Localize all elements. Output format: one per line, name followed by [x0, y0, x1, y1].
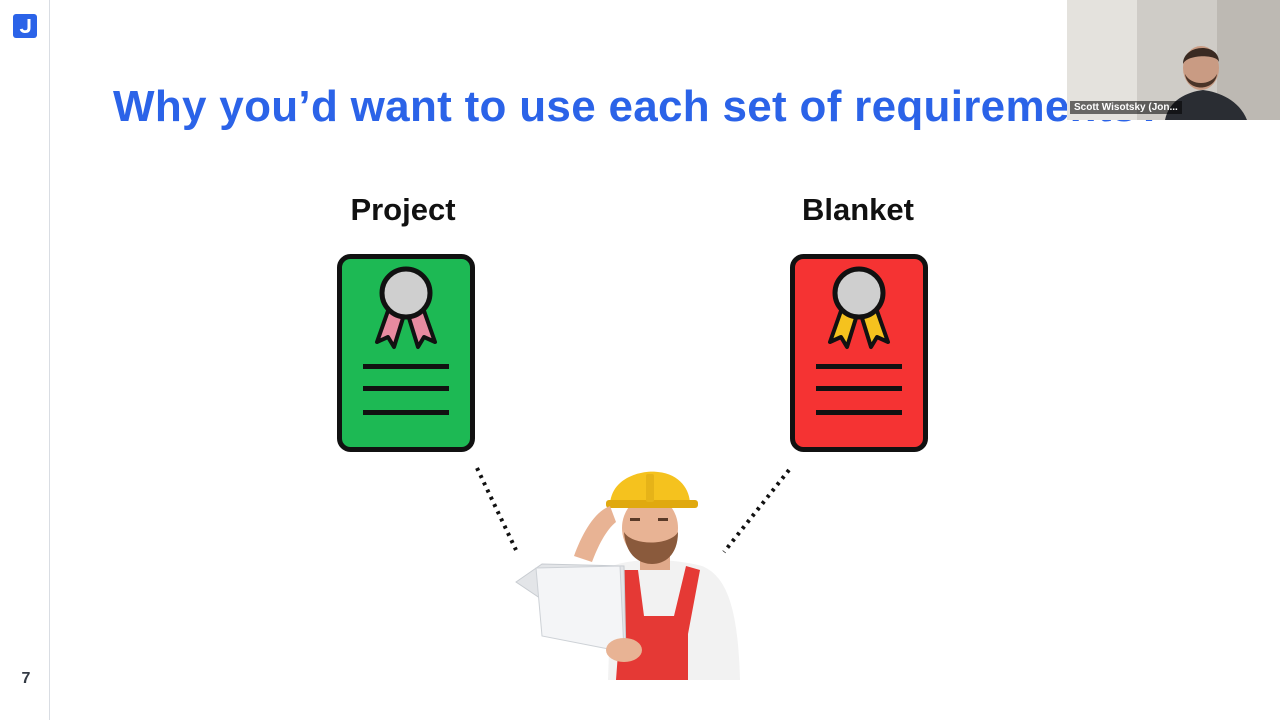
blanket-certificate-icon [790, 254, 928, 452]
participant-video-tile[interactable]: Scott Wisotsky (Jon... [1067, 0, 1280, 120]
participant-name: Scott Wisotsky (Jon... [1070, 101, 1182, 114]
sidebar-divider [49, 0, 50, 720]
participant-video-feed [1067, 0, 1280, 120]
construction-worker-illustration [515, 471, 740, 680]
dotted-line-left [475, 467, 518, 551]
slide-title: Why you’d want to use each set of requir… [113, 82, 1164, 131]
project-label: Project [350, 192, 456, 227]
j-logo-icon [13, 14, 37, 38]
blanket-label: Blanket [802, 192, 914, 227]
project-certificate-icon [337, 254, 475, 452]
page-number: 7 [21, 670, 31, 687]
